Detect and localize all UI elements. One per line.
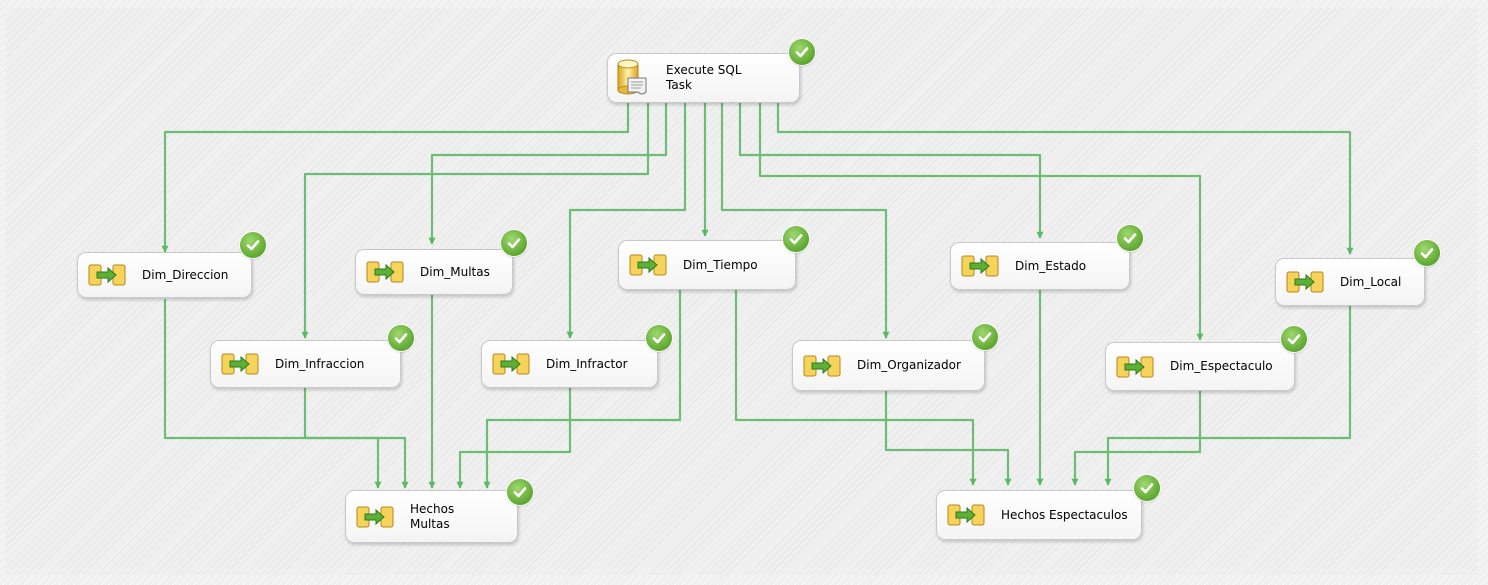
task-dim-infractor[interactable]: Dim_Infractor [481,340,658,388]
success-check-icon [1281,326,1307,352]
task-dim-multas[interactable]: Dim_Multas [355,249,513,295]
connector-execsql-local [776,103,1354,255]
data-flow-task-icon [947,502,985,528]
success-check-icon [501,230,527,256]
connector-execsql-infractor [566,103,687,339]
task-label: Dim_Multas [420,264,490,279]
task-label: Dim_Tiempo [683,257,758,272]
task-hechos-multas[interactable]: Hechos Multas [345,490,518,543]
task-label: Dim_Infractor [546,356,628,371]
task-label: Hechos Espectaculos [1001,507,1128,522]
task-label: Dim_Infraccion [275,356,365,371]
success-check-icon [388,325,414,351]
task-label: Dim_Organizador [857,358,961,372]
connector-tiempo-hechosmultas [483,290,682,489]
task-label: Dim_Estado [1015,258,1087,273]
data-flow-task-icon [88,262,126,288]
connector-execsql-infraccion [301,103,650,339]
success-check-icon [1134,475,1160,501]
data-flow-task-icon [1116,354,1154,380]
connector-execsql-espectaculo [758,103,1204,341]
success-check-icon [240,232,266,258]
success-check-icon [783,226,809,252]
task-dim-espectaculo[interactable]: Dim_Espectaculo [1105,342,1295,391]
task-label: Hechos Multas [410,501,455,531]
success-check-icon [507,479,533,505]
connector-execsql-estado [738,103,1044,239]
task-dim-estado[interactable]: Dim_Estado [950,242,1130,290]
connector-direccion-hechosmultas [163,299,409,489]
task-hechos-espectaculos[interactable]: Hechos Espectaculos [936,490,1142,540]
task-dim-direccion[interactable]: Dim_Direccion [77,252,252,298]
connector-infraccion-hechosmultas [303,388,382,489]
connector-execsql-multas [428,103,668,245]
connector-execsql-organizador [720,103,890,339]
connector-espectaculo-hechosespectaculos [1071,391,1202,486]
data-flow-task-icon [961,253,999,279]
success-check-icon [972,324,998,350]
data-flow-task-icon [492,351,530,377]
task-label: Dim_Espectaculo [1170,359,1273,373]
task-label: Execute SQL Task [666,63,742,92]
success-check-icon [1414,240,1440,266]
success-check-icon [1117,225,1143,251]
success-check-icon [789,39,815,65]
data-flow-task-icon [366,259,404,285]
task-dim-infraccion[interactable]: Dim_Infraccion [210,340,401,388]
connector-local-hechosespectaculos [1104,306,1352,486]
data-flow-task-icon [629,252,667,278]
data-flow-task-icon [356,504,394,530]
task-dim-organizador[interactable]: Dim_Organizador [792,340,985,391]
task-label: Dim_Local [1340,274,1402,289]
execute-sql-task-icon [616,58,650,98]
task-dim-local[interactable]: Dim_Local [1275,258,1425,306]
success-check-icon [646,325,672,351]
connector-execsql-direccion [161,103,630,253]
task-label: Dim_Direccion [142,267,229,282]
connector-organizador-hechosespectaculos [884,391,1012,486]
data-flow-task-icon [1286,269,1324,295]
data-flow-task-icon [803,353,841,379]
task-execute-sql[interactable]: Execute SQL Task [607,53,800,103]
task-dim-tiempo[interactable]: Dim_Tiempo [618,240,796,290]
connector-infractor-hechosmultas [456,388,572,489]
data-flow-task-icon [221,351,259,377]
